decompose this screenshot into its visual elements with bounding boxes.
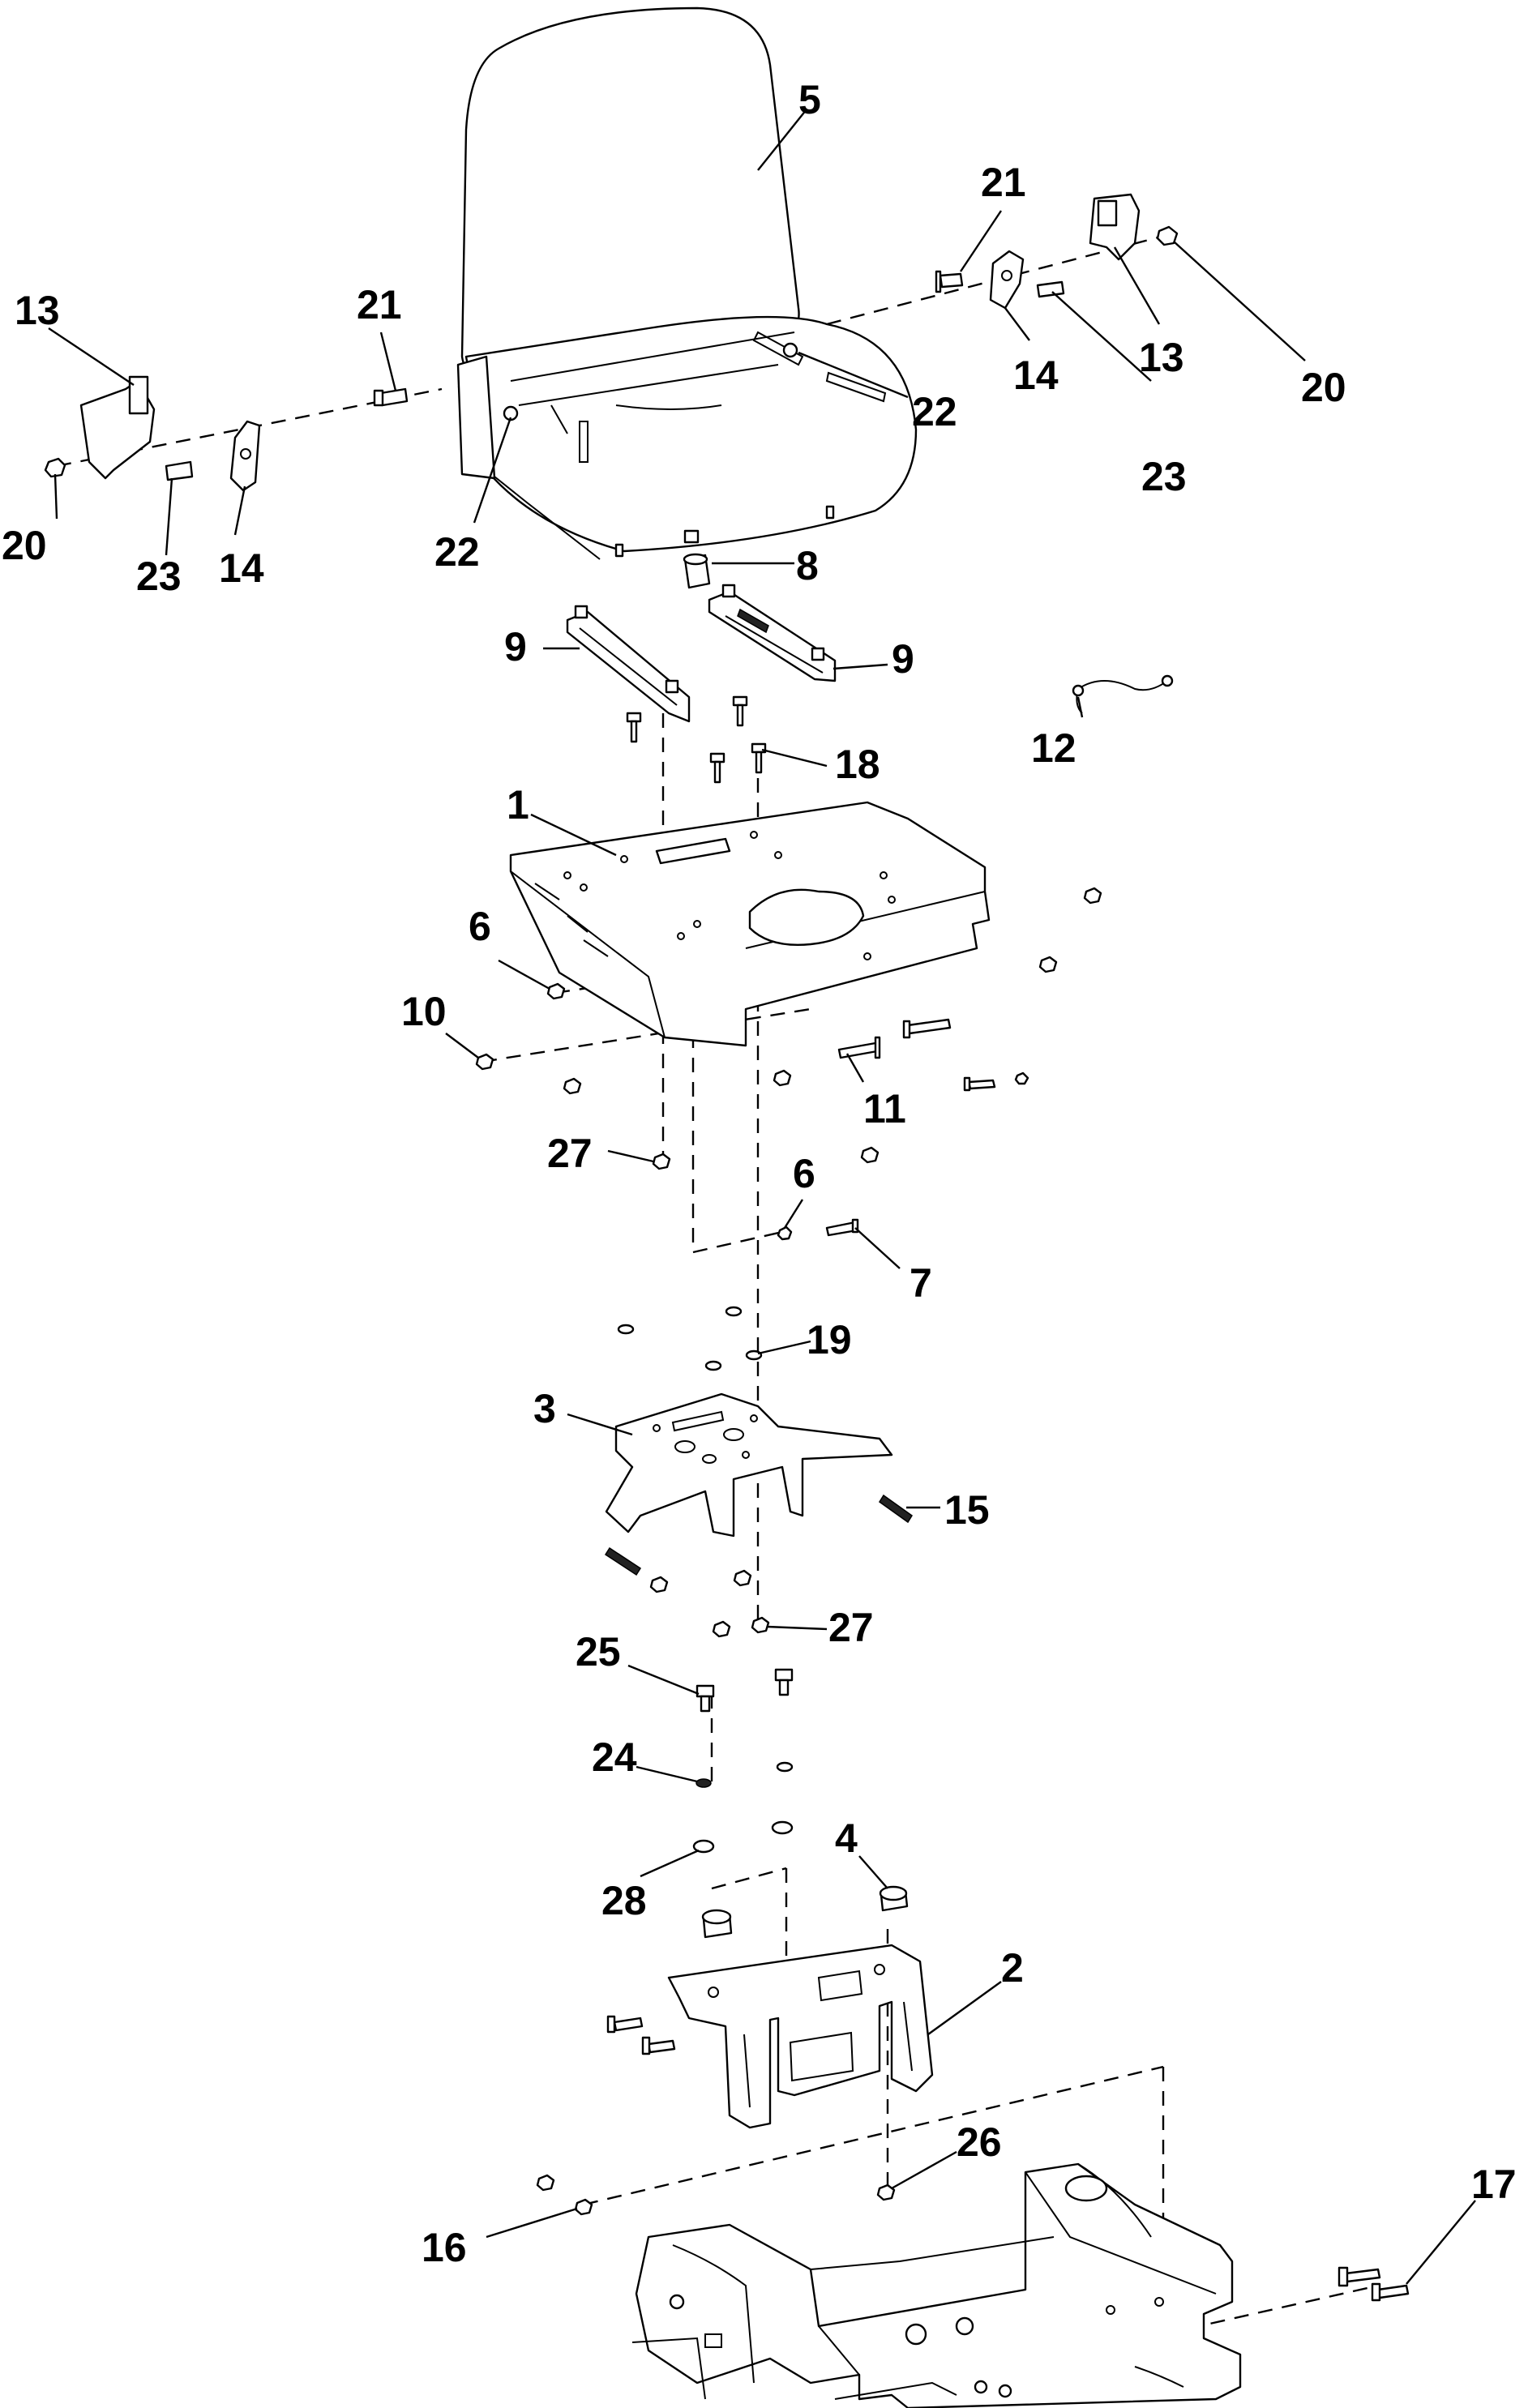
callout-5: 5: [798, 77, 821, 122]
leader-lines: [48, 109, 1476, 2285]
left-seat-hardware: [44, 375, 409, 492]
callout-23-left: 23: [136, 554, 182, 599]
callout-22-left: 22: [434, 529, 480, 575]
callout-6-upper: 6: [469, 904, 491, 949]
seat-mount-plate: [509, 801, 991, 1047]
frame-bolts: [1338, 2266, 1410, 2302]
callout-17: 17: [1471, 2162, 1517, 2207]
callout-20-left: 20: [2, 523, 47, 568]
callout-27-upper: 27: [547, 1131, 593, 1176]
callout-1: 1: [507, 782, 529, 828]
callout-20-right: 20: [1301, 365, 1346, 410]
callout-8: 8: [796, 543, 819, 588]
callout-21-left: 21: [357, 282, 402, 327]
callout-18: 18: [835, 742, 880, 787]
seat-assembly: [456, 6, 918, 560]
callout-13-left: 13: [15, 288, 60, 333]
callout-23-right: 23: [1141, 454, 1187, 499]
suspension-bracket: [605, 1392, 893, 1538]
callout-16: 16: [422, 2225, 467, 2270]
callout-25: 25: [576, 1629, 621, 1674]
base-bracket: [667, 1944, 934, 2129]
callout-15: 15: [944, 1487, 990, 1533]
callout-22-right: 22: [912, 389, 957, 434]
callout-labels: 13 21 20 23 14 22 5 21 22 14 13 23 20 8 …: [2, 77, 1517, 2270]
plate-fasteners: [475, 887, 1102, 1241]
rubber-bumpers: [701, 1885, 909, 1939]
callout-14-right: 14: [1013, 353, 1059, 398]
callout-9-left: 9: [504, 624, 527, 669]
callout-7: 7: [910, 1260, 932, 1306]
callout-9-right: 9: [892, 636, 914, 682]
callout-14-left: 14: [219, 545, 264, 591]
seat-switch-and-harness: [683, 553, 1174, 714]
callout-27-lower: 27: [828, 1605, 874, 1650]
callout-21-right: 21: [981, 160, 1026, 205]
springs: [604, 1494, 914, 1576]
callout-13-right: 13: [1139, 335, 1184, 380]
callout-6-lower: 6: [793, 1151, 815, 1196]
callout-19: 19: [807, 1317, 852, 1362]
callout-10: 10: [401, 989, 447, 1034]
callout-11: 11: [863, 1086, 906, 1131]
callout-26: 26: [957, 2119, 1002, 2165]
callout-24: 24: [592, 1734, 637, 1780]
callout-28: 28: [601, 1878, 647, 1923]
right-seat-hardware: [935, 193, 1179, 310]
callout-4: 4: [835, 1816, 858, 1861]
washers: [617, 1306, 763, 1371]
tractor-frame: [631, 2162, 1242, 2408]
callout-12: 12: [1031, 725, 1076, 771]
callout-2: 2: [1001, 1945, 1024, 1991]
seat-slide-rails: [566, 584, 837, 784]
base-fasteners: [536, 2015, 896, 2216]
lower-fasteners: [649, 1569, 794, 1854]
callout-3: 3: [533, 1386, 556, 1431]
